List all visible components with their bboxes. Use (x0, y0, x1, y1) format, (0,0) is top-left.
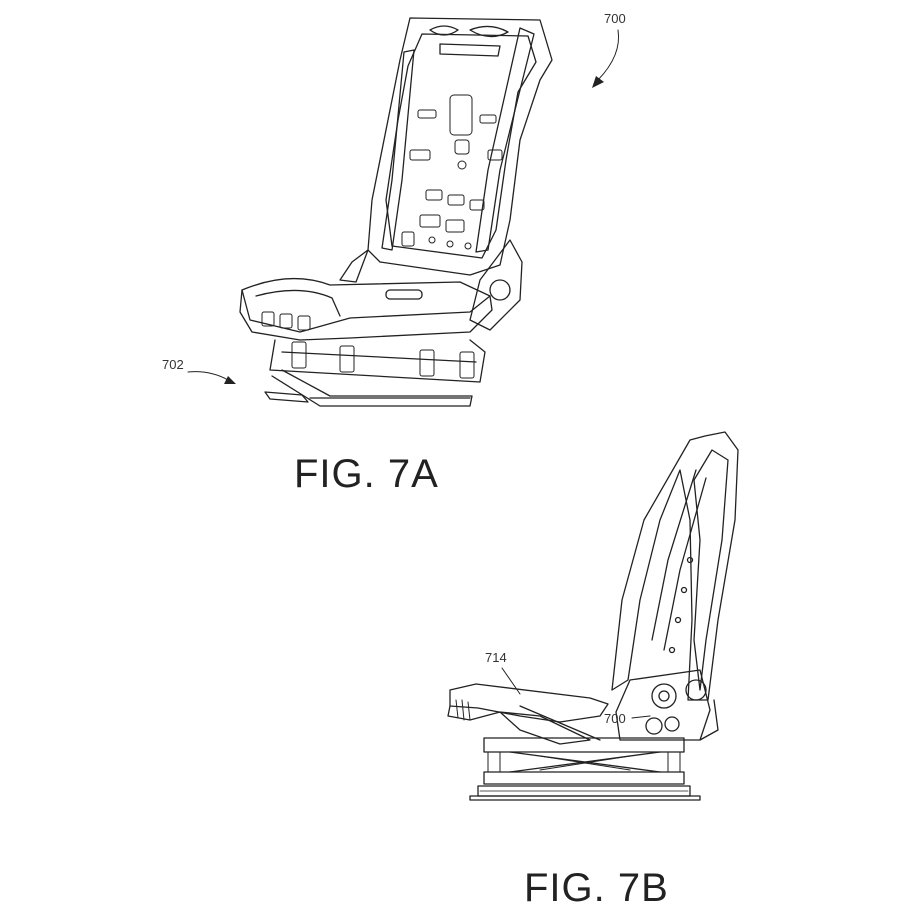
backrest-side-outer (612, 432, 738, 700)
scissor-linkage (510, 752, 660, 772)
arrowhead-700-7a (592, 76, 604, 88)
floor-rail-front (265, 392, 308, 402)
floor-rail-7b-bottom (470, 796, 700, 800)
seat-cushion-front (240, 290, 492, 340)
ref-700-7a: 700 (604, 11, 626, 26)
ref-700-7b: 700 (604, 711, 626, 726)
adjustment-rod (386, 290, 422, 299)
suspension-mid-line (282, 352, 476, 362)
seat-front-pads (262, 312, 310, 330)
seat-cushion-top (242, 279, 490, 332)
seat-cushion-side (450, 684, 608, 722)
shoulder-strap-right (476, 28, 534, 252)
backrest-inner-frame (386, 34, 536, 258)
backrest-side-inner (694, 450, 728, 690)
suspension-bottom-plate (484, 772, 684, 784)
recline-mechanism (616, 670, 718, 740)
ref-714: 714 (485, 650, 507, 665)
arrowhead-702 (224, 376, 236, 384)
seat-perspective-7a (240, 18, 552, 406)
figure-caption-7a: FIG. 7A (294, 452, 439, 497)
recline-hub (490, 280, 510, 300)
leader-700-7b (632, 716, 650, 718)
seat-side-7b (448, 432, 738, 800)
shoulder-strap-left (382, 50, 414, 250)
seat-adjust-lever (520, 706, 600, 740)
leader-702 (188, 372, 228, 380)
figure-caption-7b: FIG. 7B (524, 866, 669, 911)
leader-714 (502, 668, 520, 694)
backrest-panel-cutouts (402, 95, 502, 249)
leader-700-7a (598, 30, 619, 80)
side-bolster-left (340, 250, 368, 282)
seat-front-lip (456, 700, 470, 720)
headrest-slot-top (440, 44, 500, 56)
side-bolster-right (470, 240, 522, 330)
ref-702: 702 (162, 357, 184, 372)
scissor-linkage-inner (540, 756, 630, 770)
